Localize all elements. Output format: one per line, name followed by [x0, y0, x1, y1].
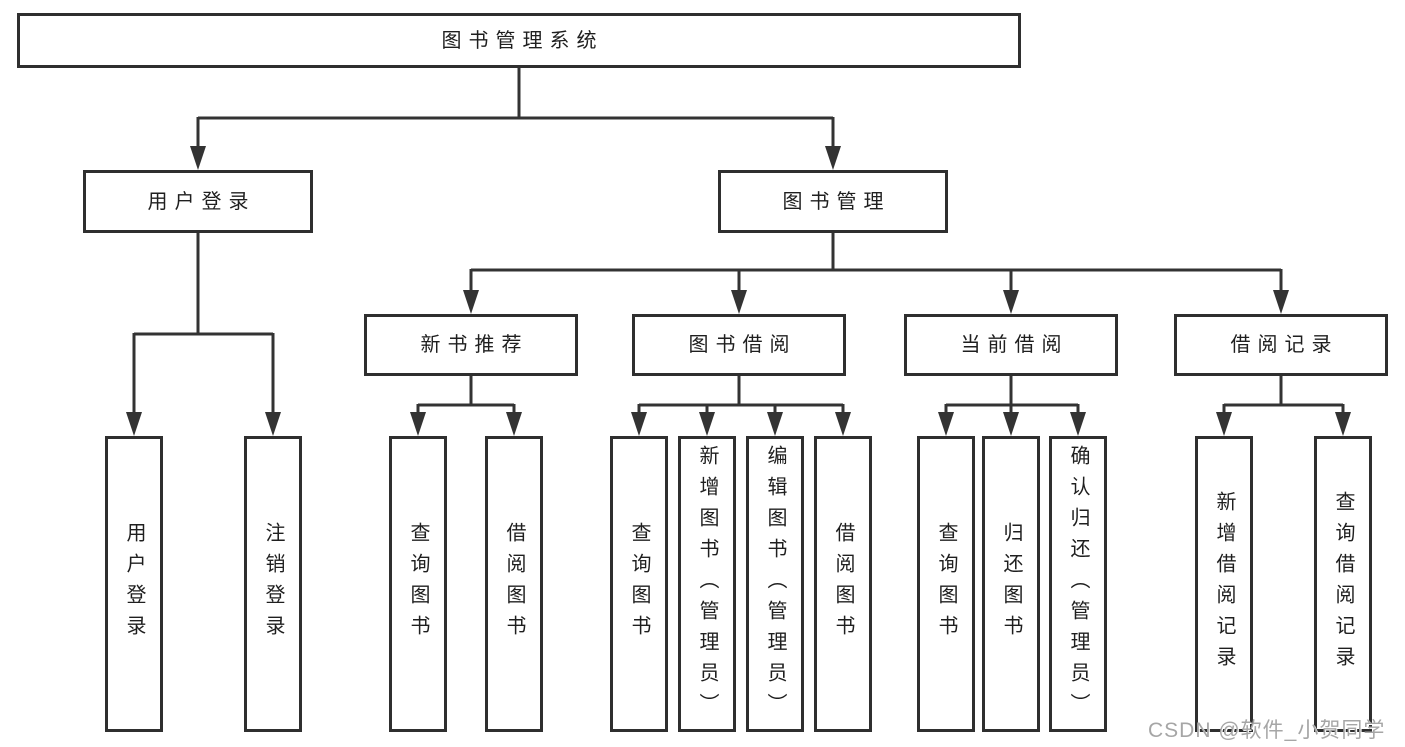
- leaf-confirm-return-admin-label: 确认归还（管理员）: [1067, 444, 1089, 724]
- node-borrow-record-label: 借阅记录: [1230, 334, 1339, 356]
- leaf-return-books: 归还图书: [982, 436, 1040, 732]
- node-new-book-recommend-label: 新书推荐: [420, 334, 529, 356]
- leaf-edit-books-admin: 编辑图书（管理员）: [746, 436, 804, 732]
- leaf-add-borrow-record-label: 新增借阅记录: [1213, 491, 1235, 677]
- leaf-newbook-borrow-books-label: 借阅图书: [503, 522, 525, 646]
- node-new-book-recommend: 新书推荐: [364, 314, 578, 376]
- leaf-add-books-admin: 新增图书（管理员）: [678, 436, 736, 732]
- leaf-add-borrow-record: 新增借阅记录: [1195, 436, 1253, 732]
- node-root-label: 图书管理系统: [441, 29, 604, 52]
- leaf-borrow-query-books: 查询图书: [610, 436, 668, 732]
- leaf-add-books-admin-label: 新增图书（管理员）: [696, 444, 718, 724]
- leaf-return-books-label: 归还图书: [1000, 522, 1022, 646]
- leaf-borrow-books: 借阅图书: [814, 436, 872, 732]
- leaf-current-query-books: 查询图书: [917, 436, 975, 732]
- node-user-login: 用户登录: [83, 170, 313, 233]
- leaf-logout-label: 注销登录: [262, 522, 284, 646]
- leaf-user-login: 用户登录: [105, 436, 163, 732]
- leaf-borrow-books-label: 借阅图书: [832, 522, 854, 646]
- node-borrow-record: 借阅记录: [1174, 314, 1388, 376]
- node-current-borrow: 当前借阅: [904, 314, 1118, 376]
- leaf-current-query-books-label: 查询图书: [935, 522, 957, 646]
- node-book-management: 图书管理: [718, 170, 948, 233]
- watermark: CSDN @软件_小贺同学: [1148, 719, 1386, 742]
- node-book-management-label: 图书管理: [782, 190, 891, 213]
- leaf-query-borrow-record: 查询借阅记录: [1314, 436, 1372, 732]
- leaf-query-borrow-record-label: 查询借阅记录: [1332, 491, 1354, 677]
- leaf-logout: 注销登录: [244, 436, 302, 732]
- leaf-confirm-return-admin: 确认归还（管理员）: [1049, 436, 1107, 732]
- leaf-newbook-query-books-label: 查询图书: [407, 522, 429, 646]
- leaf-user-login-label: 用户登录: [123, 522, 145, 646]
- node-current-borrow-label: 当前借阅: [960, 334, 1069, 356]
- arrowheads: [126, 146, 1351, 436]
- node-user-login-label: 用户登录: [147, 190, 256, 213]
- leaf-edit-books-admin-label: 编辑图书（管理员）: [764, 444, 786, 724]
- leaf-borrow-query-books-label: 查询图书: [628, 522, 650, 646]
- leaf-newbook-query-books: 查询图书: [389, 436, 447, 732]
- node-book-borrow-label: 图书借阅: [688, 334, 797, 356]
- node-book-borrow: 图书借阅: [632, 314, 846, 376]
- node-root: 图书管理系统: [17, 13, 1021, 68]
- leaf-newbook-borrow-books: 借阅图书: [485, 436, 543, 732]
